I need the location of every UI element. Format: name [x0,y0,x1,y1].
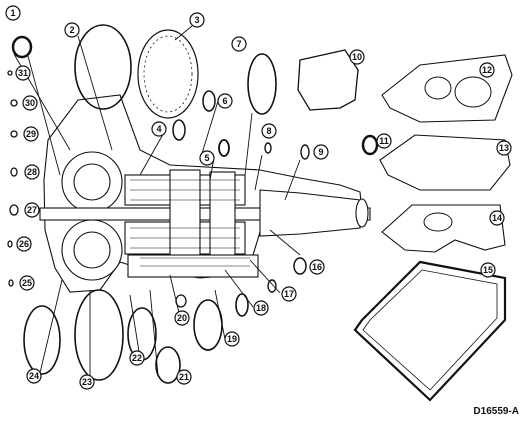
callout-14: 14 [489,210,505,226]
svg-text:24: 24 [29,371,39,381]
svg-text:29: 29 [26,129,36,139]
callout-25: 25 [19,275,35,291]
svg-text:14: 14 [492,213,502,223]
callout-28: 28 [24,164,40,180]
svg-text:30: 30 [25,98,35,108]
svg-text:27: 27 [27,205,37,215]
callout-9: 9 [313,144,329,160]
callout-11: 11 [376,133,392,149]
callout-13: 13 [496,140,512,156]
svg-text:2: 2 [69,25,74,35]
svg-text:7: 7 [236,39,241,49]
callout-31: 31 [15,65,31,81]
callout-21: 21 [176,369,192,385]
transmission-assembly [39,94,371,293]
svg-text:5: 5 [204,153,209,163]
callout-8: 8 [261,123,277,139]
svg-text:10: 10 [352,52,362,62]
callout-23: 23 [79,374,95,390]
callout-12: 12 [479,62,495,78]
svg-text:26: 26 [19,239,29,249]
svg-text:31: 31 [18,68,28,78]
callout-29: 29 [23,126,39,142]
callout-30: 30 [22,95,38,111]
callout-10: 10 [349,49,365,65]
svg-text:28: 28 [27,167,37,177]
pan-gasket-15 [353,260,507,402]
callout-3: 3 [189,12,205,28]
svg-text:4: 4 [156,124,161,134]
svg-text:18: 18 [256,303,266,313]
svg-text:3: 3 [194,15,199,25]
callout-18: 18 [253,300,269,316]
svg-text:25: 25 [22,278,32,288]
callout-20: 20 [174,310,190,326]
svg-text:9: 9 [318,147,323,157]
callout-16: 16 [309,259,325,275]
callout-2: 2 [64,22,80,38]
svg-text:13: 13 [499,143,509,153]
callout-4: 4 [151,121,167,137]
callout-1: 1 [5,5,21,21]
svg-text:12: 12 [482,65,492,75]
svg-text:22: 22 [132,353,142,363]
svg-text:6: 6 [222,96,227,106]
callout-7: 7 [231,36,247,52]
callout-27: 27 [24,202,40,218]
svg-text:21: 21 [179,372,189,382]
callout-17: 17 [281,286,297,302]
svg-text:1: 1 [10,8,15,18]
callout-24: 24 [26,368,42,384]
figure-reference-code: D16559-A [473,406,519,417]
callout-6: 6 [217,93,233,109]
svg-text:16: 16 [312,262,322,272]
svg-text:15: 15 [483,265,493,275]
callout-labels: 1 2 3 4 5 6 7 8 9 10 11 12 13 14 15 16 1… [5,5,512,390]
gasket-10 [297,49,359,111]
svg-text:17: 17 [284,289,294,299]
callout-19: 19 [224,331,240,347]
svg-text:23: 23 [82,377,92,387]
svg-text:8: 8 [266,126,271,136]
callout-26: 26 [16,236,32,252]
svg-text:11: 11 [379,136,389,146]
callout-15: 15 [480,262,496,278]
callout-5: 5 [199,150,215,166]
callout-22: 22 [129,350,145,366]
valve-body-plates [379,54,513,253]
svg-text:19: 19 [227,334,237,344]
svg-text:20: 20 [177,313,187,323]
